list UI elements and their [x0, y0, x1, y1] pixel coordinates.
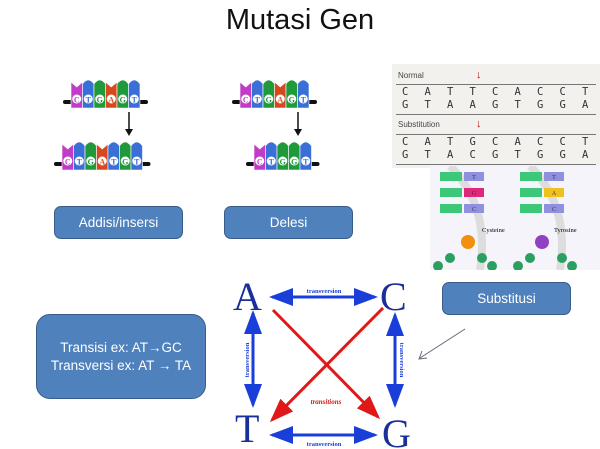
sequence-base: T	[582, 136, 589, 148]
transversion-top-label: transversion	[307, 288, 342, 295]
sequence-base: C	[402, 136, 409, 148]
sequence-base: A	[582, 99, 589, 111]
helix-base: T	[552, 175, 556, 181]
sequence-base: G	[537, 99, 544, 111]
sequence-base: A	[469, 99, 476, 111]
base-letter: G	[289, 96, 295, 105]
sequence-base: C	[492, 86, 499, 98]
base-letter: G	[122, 158, 128, 167]
dna-helix-image: T G C T A C Cysteine Tyrosine	[430, 166, 600, 270]
base-t-label: T	[235, 406, 259, 449]
base-letter: C	[257, 158, 263, 167]
sequence-base: T	[447, 86, 454, 98]
sequence-base: G	[402, 149, 409, 161]
sequence-base: G	[559, 99, 566, 111]
normal-label: Normal	[398, 71, 424, 80]
base-letter: C	[65, 158, 71, 167]
transition-transversion-diagram: A C T G transversion transversion transv…	[233, 274, 411, 449]
base-letter: C	[243, 96, 249, 105]
base-letter: A	[277, 96, 283, 105]
sequence-base: C	[537, 86, 544, 98]
sequence-base: G	[402, 99, 409, 111]
base-letter: T	[77, 158, 83, 167]
helix-base: C	[472, 207, 476, 213]
slide-title: Mutasi Gen	[225, 4, 375, 36]
sequence-base: C	[492, 136, 499, 148]
base-letter: T	[255, 96, 261, 105]
tyrosine-label: Tyrosine	[554, 227, 577, 234]
base-letter: G	[266, 96, 272, 105]
substitusi-box: Substitusi	[442, 282, 571, 315]
base-letter: T	[111, 158, 117, 167]
transversion-right-label: transversion	[398, 343, 405, 378]
sequence-base: T	[514, 149, 521, 161]
red-arrow-icon: ↓	[476, 69, 482, 81]
helix-base: G	[472, 191, 477, 197]
addisi-insersi-box: Addisi/insersi	[54, 206, 183, 239]
transversion-left-label: transversion	[244, 342, 251, 377]
base-letter: T	[301, 96, 307, 105]
sequence-base: A	[514, 86, 521, 98]
pointer-arrow	[418, 328, 466, 360]
sequence-base: G	[559, 149, 566, 161]
base-letter: C	[74, 96, 80, 105]
sequence-base: T	[424, 149, 431, 161]
sequence-base: T	[582, 86, 589, 98]
sequence-base: A	[447, 149, 454, 161]
base-letter: T	[303, 158, 309, 167]
arrow-down-icon	[125, 129, 133, 136]
base-letter: G	[120, 96, 126, 105]
sequence-base: T	[424, 99, 431, 111]
helix-base: A	[552, 191, 557, 197]
helix-base: C	[552, 207, 556, 213]
sequence-base: T	[469, 86, 476, 98]
base-letter: G	[280, 158, 286, 167]
sequence-base: C	[469, 149, 476, 161]
base-g-label: G	[382, 411, 411, 449]
sequence-base: G	[492, 149, 499, 161]
transversion-bottom-label: transversion	[307, 441, 342, 448]
sequence-base: A	[424, 136, 431, 148]
sequence-base: C	[559, 136, 566, 148]
arrow-down-icon	[294, 129, 302, 136]
sequence-base: T	[514, 99, 521, 111]
sequence-base: A	[582, 149, 589, 161]
sequence-base: A	[514, 136, 521, 148]
sequence-base: G	[492, 99, 499, 111]
base-letter: G	[88, 158, 94, 167]
base-letter: A	[108, 96, 114, 105]
delesi-box: Delesi	[224, 206, 353, 239]
sequence-base: C	[537, 136, 544, 148]
transitions-label: transitions	[311, 398, 342, 406]
base-c-label: C	[380, 274, 407, 319]
sequence-base: A	[447, 99, 454, 111]
sequence-base: C	[559, 86, 566, 98]
sequence-base: T	[447, 136, 454, 148]
base-letter: T	[132, 96, 138, 105]
base-letter: T	[269, 158, 275, 167]
transisi-text: Transisi ex: AT→GC	[60, 339, 182, 355]
base-letter: A	[99, 158, 105, 167]
base-a-label: A	[233, 274, 262, 319]
transversi-text: Transversi ex: AT → TA	[50, 357, 192, 373]
transition-transversion-box: Transisi ex: AT→GC Transversi ex: AT → T…	[36, 314, 206, 399]
base-letter: T	[86, 96, 92, 105]
base-letter: T	[134, 158, 140, 167]
base-letter: G	[97, 96, 103, 105]
base-letter: G	[291, 158, 297, 167]
cysteine-label: Cysteine	[482, 227, 505, 234]
red-arrow-icon: ↓	[476, 118, 482, 130]
sequence-base: G	[537, 149, 544, 161]
sequence-base: G	[469, 136, 476, 148]
sequence-base: A	[424, 86, 431, 98]
sequence-base: C	[402, 86, 409, 98]
helix-base: T	[472, 175, 476, 181]
substitution-label: Substitution	[398, 120, 440, 129]
